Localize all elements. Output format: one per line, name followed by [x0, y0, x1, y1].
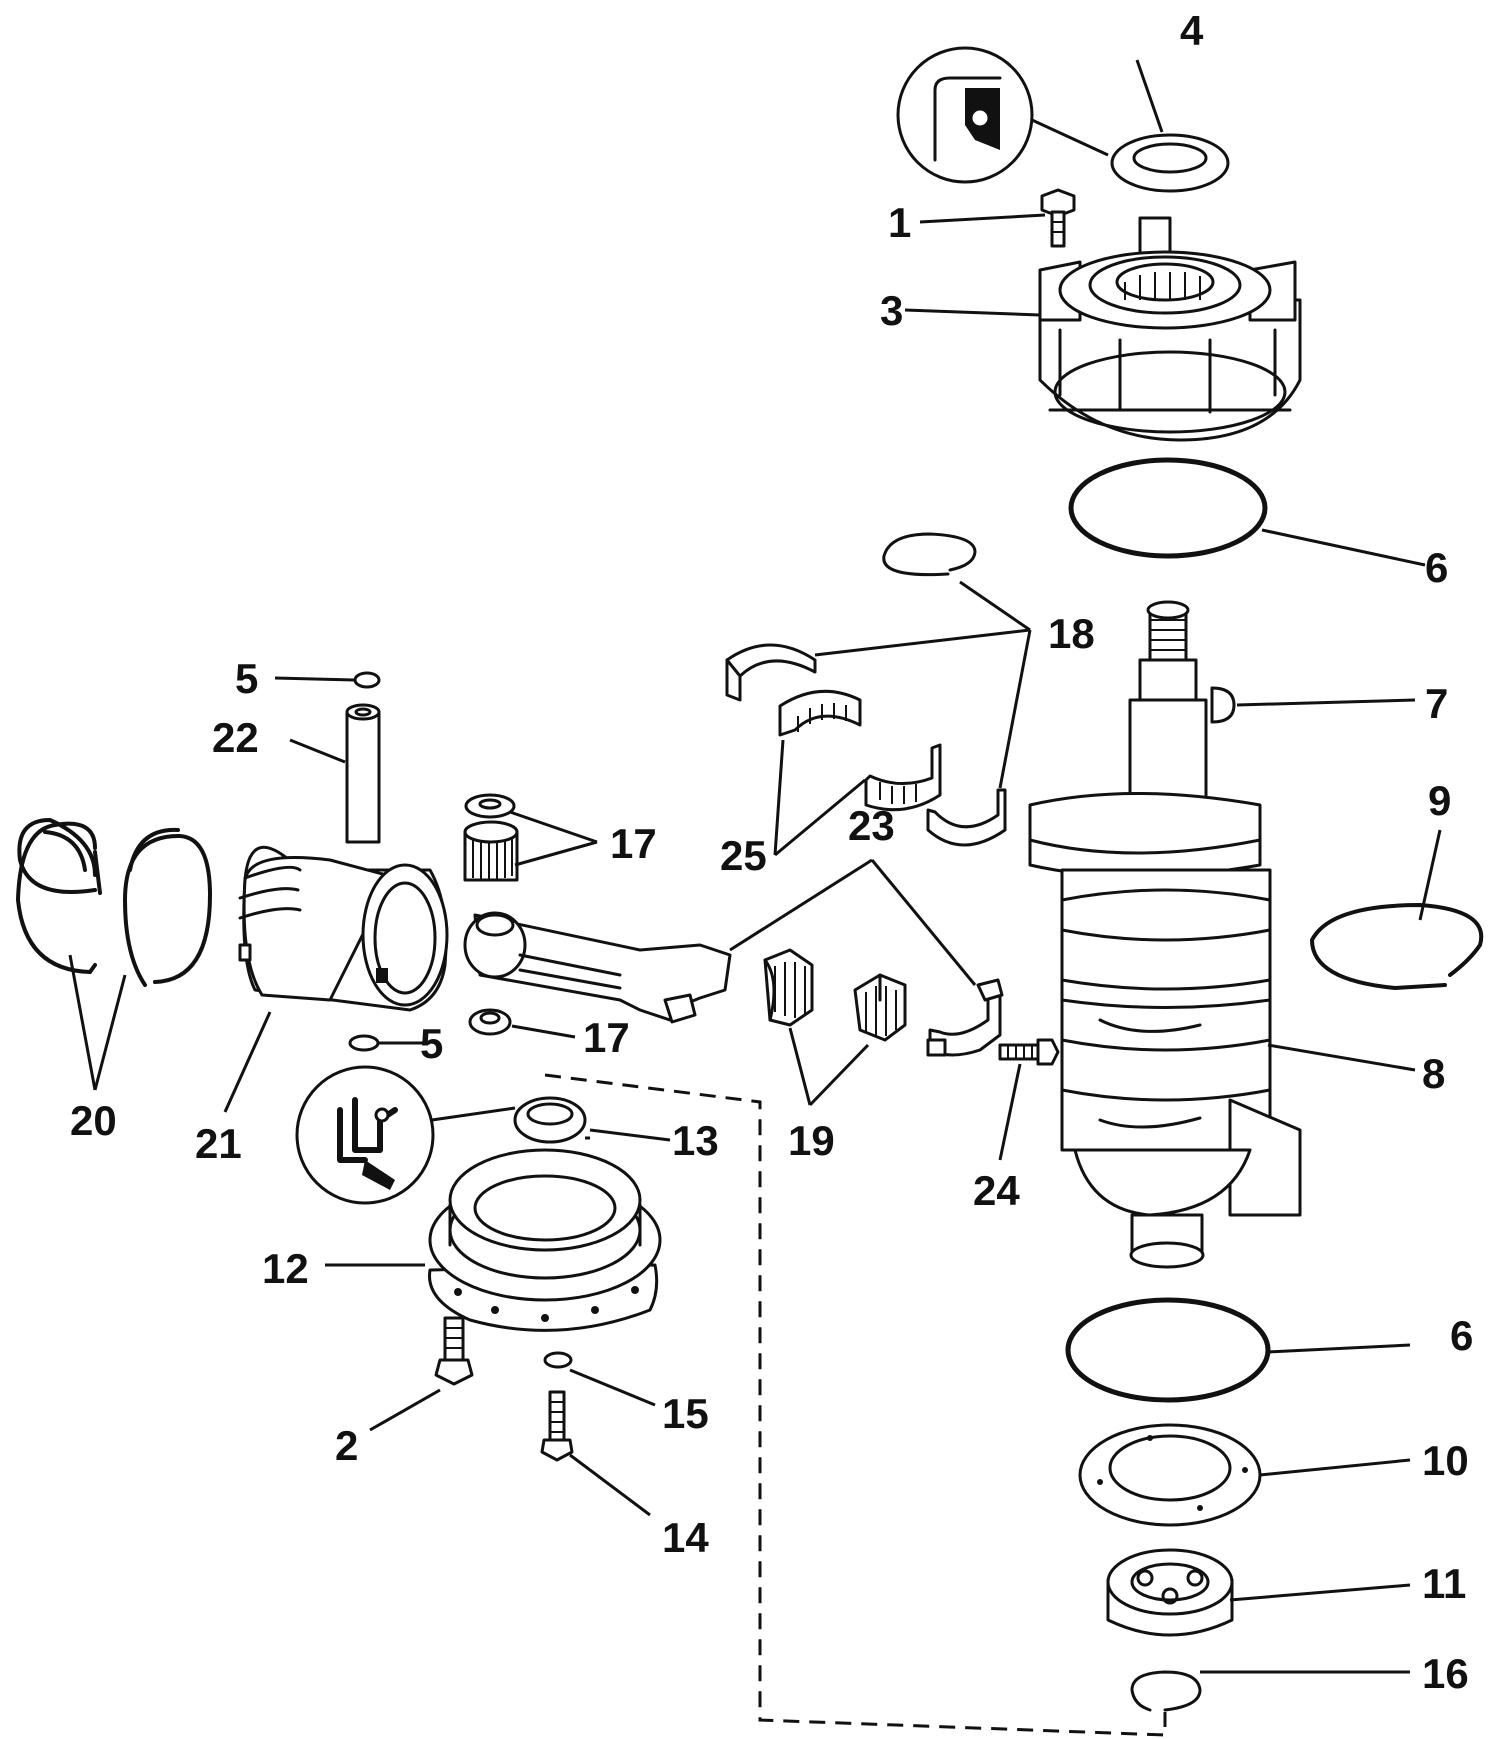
lower-bearing-housing [428, 1148, 662, 1332]
lockwasher-15 [543, 1351, 573, 1369]
callout-19: 19 [788, 1117, 835, 1164]
bearing-race-lower-right [926, 788, 1007, 847]
seal-bottom [513, 1096, 587, 1144]
piston-pin-needle-bearing [463, 820, 519, 882]
callout-21: 21 [195, 1120, 242, 1167]
callout-6-top: 6 [1425, 544, 1448, 591]
leader-lines [68, 59, 1442, 1674]
retaining-ring-18 [882, 532, 977, 577]
piston-rings [16, 818, 212, 987]
callout-10: 10 [1422, 1437, 1469, 1484]
callout-20: 20 [70, 1097, 117, 1144]
needle-bearing-19a [763, 948, 814, 1027]
callout-15: 15 [662, 1390, 709, 1437]
callout-3: 3 [880, 287, 903, 334]
callout-5-top: 5 [235, 655, 258, 702]
callout-24: 24 [973, 1167, 1020, 1214]
callout-6-bottom: 6 [1450, 1312, 1473, 1359]
callout-16: 16 [1422, 1650, 1469, 1697]
wrist-pin [345, 703, 381, 844]
bearing-race-upper-left [725, 643, 817, 702]
screw-top [1040, 188, 1076, 248]
snap-ring [1130, 1670, 1202, 1712]
callout-17-top: 17 [610, 820, 657, 867]
upper-bearing-housing [1038, 216, 1302, 442]
callout-13: 13 [672, 1117, 719, 1164]
housing-screw-2 [434, 1316, 474, 1386]
callout-18: 18 [1048, 610, 1095, 657]
callout-5-bottom: 5 [420, 1020, 443, 1067]
housing-screw-14 [540, 1390, 574, 1462]
wrist-pin-clip-bottom [348, 1034, 380, 1052]
callout-23: 23 [848, 802, 895, 849]
callout-2: 2 [335, 1422, 358, 1469]
bearing-plate [1078, 1423, 1262, 1527]
callout-11: 11 [1422, 1560, 1466, 1607]
callout-25: 25 [720, 832, 767, 879]
thrust-washer-bottom [468, 1008, 512, 1036]
woodruff-key [1210, 686, 1236, 724]
piston [238, 845, 449, 1012]
assembly-dashed-line [544, 1073, 1167, 1737]
callout-4: 4 [1180, 7, 1204, 54]
callout-17-bottom: 17 [583, 1014, 630, 1061]
callout-1: 1 [888, 199, 911, 246]
crankshaft [1028, 600, 1302, 1269]
thrust-washer-top [464, 793, 516, 819]
callout-7: 7 [1425, 680, 1448, 727]
callout-22: 22 [212, 714, 259, 761]
callout-12: 12 [262, 1245, 309, 1292]
callout-8: 8 [1422, 1050, 1445, 1097]
needle-bearing-25b [864, 743, 942, 812]
callout-numbers: 1 2 3 4 5 5 6 6 7 8 9 10 11 12 13 14 15 … [70, 7, 1473, 1697]
seal-detail-circle-bottom [295, 1065, 516, 1205]
seal-top [1110, 133, 1230, 193]
callout-9: 9 [1428, 777, 1451, 824]
callout-14: 14 [662, 1514, 709, 1561]
seal-detail-circle-top [896, 46, 1109, 184]
needle-bearing-19b [853, 973, 907, 1042]
o-ring-lower [1065, 1297, 1271, 1403]
needle-bearing-25a [778, 689, 862, 737]
connecting-rod [463, 911, 732, 1024]
ball-bearing [1106, 1548, 1234, 1637]
rod-cap [926, 978, 1004, 1057]
wrist-pin-clip-top [353, 671, 381, 689]
o-ring-upper [1068, 457, 1268, 559]
rod-bolt [998, 1038, 1060, 1066]
retaining-ring-9 [1310, 903, 1484, 990]
